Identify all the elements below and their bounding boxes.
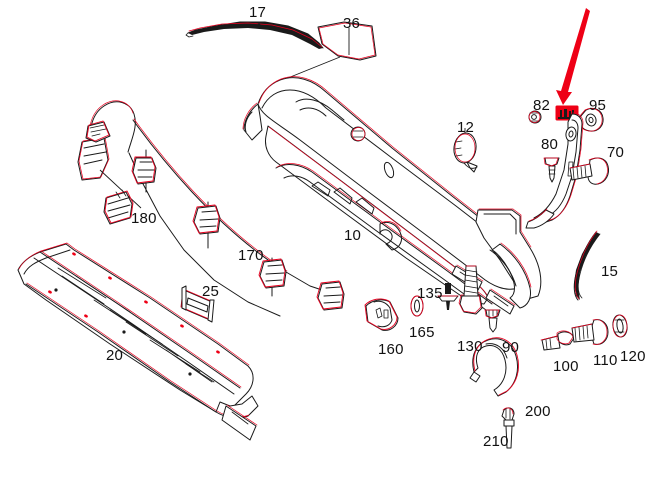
callout-120: 120	[620, 348, 646, 365]
part-180-connector-clip	[103, 189, 134, 225]
part-130-tapping-screw	[458, 265, 483, 315]
red-pointer-arrow	[556, 8, 590, 105]
part-170-sensor-c	[258, 258, 287, 289]
part-160-holder-sleeve	[364, 298, 399, 331]
callout-135: 135	[417, 285, 443, 302]
part-25-reinforcement-clip	[180, 285, 215, 323]
harness-main-connector	[77, 120, 142, 209]
callout-165: 165	[409, 324, 435, 341]
callout-180: 180	[131, 210, 157, 227]
part-36-insert-panel	[272, 21, 377, 85]
callout-90: 90	[502, 339, 520, 356]
part-12-tow-hook-cap	[453, 128, 478, 173]
callout-15: 15	[601, 263, 619, 280]
part-170-sensor-d	[316, 280, 345, 311]
part-110-screw-washer	[571, 319, 609, 345]
callout-82: 82	[533, 97, 551, 114]
callout-210: 210	[483, 433, 509, 450]
part-15-trim-strip	[573, 230, 601, 301]
callout-110: 110	[593, 352, 618, 369]
callout-10: 10	[344, 227, 362, 244]
callout-95: 95	[589, 97, 607, 114]
callout-70: 70	[607, 144, 625, 161]
part-10-bumper-cover	[242, 76, 542, 315]
callout-170: 170	[238, 247, 264, 264]
callout-80: 80	[541, 136, 559, 153]
part-170-sensor-a	[131, 156, 157, 185]
part-90-expanding-rivet	[484, 309, 501, 333]
part-210-locking-pin	[501, 407, 515, 449]
callout-130: 130	[457, 338, 483, 355]
callout-160: 160	[378, 341, 404, 358]
part-135-push-pin	[437, 283, 459, 310]
part-70-screw	[569, 157, 609, 185]
part-20-valance-panel	[17, 242, 259, 441]
part-82-nut	[528, 110, 542, 124]
part-80-expanding-rivet	[543, 157, 560, 183]
part-200-u-bracket	[469, 337, 519, 397]
part-17-trim-strip	[185, 21, 324, 49]
callout-200: 200	[525, 403, 551, 420]
part-100-expanding-rivet	[540, 330, 575, 351]
callout-12: 12	[457, 119, 475, 136]
callout-20: 20	[106, 347, 124, 364]
callout-100: 100	[553, 358, 579, 375]
part-120-washer	[612, 314, 628, 338]
part-170-sensor-b	[192, 204, 221, 235]
callout-17: 17	[249, 4, 267, 21]
part-165-retaining-ring	[410, 295, 424, 317]
bracket-long-curved	[525, 112, 584, 229]
callout-36: 36	[343, 15, 361, 32]
callout-25: 25	[202, 283, 220, 300]
